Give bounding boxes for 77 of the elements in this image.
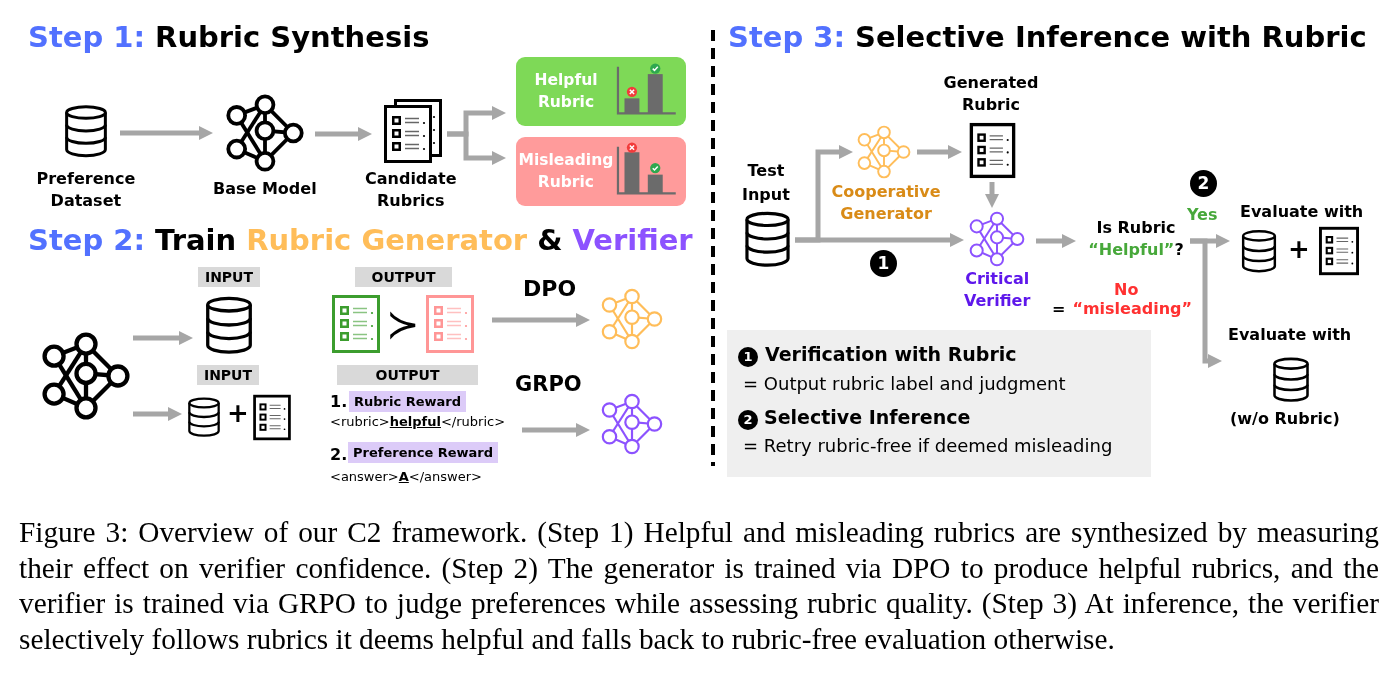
document-stack-icon bbox=[382, 98, 444, 164]
edge-label: No bbox=[1114, 280, 1139, 300]
list-number: 2. bbox=[330, 446, 348, 464]
arrow bbox=[795, 233, 964, 247]
note-heading: Verification with Rubric bbox=[765, 342, 1017, 366]
section-tag: INPUT bbox=[198, 267, 260, 287]
section-tag: OUTPUT bbox=[337, 365, 478, 385]
arrow bbox=[447, 131, 506, 165]
arrow bbox=[120, 126, 213, 140]
callout-number: 1 bbox=[870, 250, 897, 277]
arrow bbox=[492, 313, 590, 327]
arrow bbox=[985, 182, 999, 208]
reward-tag: Rubric Reward bbox=[349, 391, 466, 412]
node-caption: Generated Rubric bbox=[943, 72, 1039, 116]
callout-number: 2 bbox=[738, 410, 758, 430]
arrow bbox=[315, 127, 372, 141]
branch-note: = bbox=[1052, 299, 1066, 319]
step-title: Rubric Generator bbox=[246, 223, 528, 257]
node-label: (w/o Rubric) bbox=[1230, 409, 1340, 429]
arrow bbox=[1036, 234, 1076, 248]
neural-network-icon bbox=[600, 393, 664, 455]
arrow bbox=[133, 407, 182, 421]
arrow bbox=[522, 423, 590, 437]
code-text: <rubric>helpful</rubric> bbox=[330, 414, 506, 430]
step-number: Step 1: bbox=[28, 20, 146, 54]
node-caption: Test Input bbox=[742, 160, 790, 206]
neural-network-icon bbox=[857, 125, 911, 179]
node-caption: Base Model bbox=[213, 178, 317, 200]
step-number: Step 2: bbox=[28, 223, 146, 257]
step-number: Step 3: bbox=[728, 20, 846, 54]
arrow bbox=[133, 331, 193, 345]
step-title: Rubric Synthesis bbox=[155, 20, 430, 54]
question-mark: ? bbox=[1174, 240, 1184, 260]
rubric-card bbox=[516, 137, 686, 206]
checklist-icon bbox=[968, 122, 1017, 179]
node-caption: Cooperative Generator bbox=[831, 181, 941, 225]
card-label: Helpful Rubric bbox=[534, 70, 598, 113]
step-title: Selective Inference with Rubric bbox=[855, 20, 1367, 54]
database-icon bbox=[64, 104, 108, 158]
neural-network-icon bbox=[42, 332, 130, 420]
plus-sign: + bbox=[1288, 236, 1310, 262]
node-label: Evaluate with bbox=[1228, 325, 1352, 345]
node-caption: Preference Dataset bbox=[36, 168, 136, 212]
plus-sign: + bbox=[227, 400, 249, 426]
reward-tag: Preference Reward bbox=[348, 442, 499, 463]
database-icon bbox=[744, 211, 791, 267]
branch-note: “misleading” bbox=[1072, 299, 1193, 319]
decision-keyword: “Helpful” bbox=[1088, 240, 1175, 260]
step-title: & bbox=[537, 223, 563, 257]
callout-number: 2 bbox=[1190, 170, 1217, 197]
node-caption: Candidate Rubrics bbox=[365, 168, 457, 212]
preference-symbol: ≻ bbox=[386, 304, 420, 344]
neural-network-icon bbox=[225, 94, 305, 172]
node-label: Evaluate with bbox=[1240, 202, 1364, 222]
list-number: 1. bbox=[330, 393, 348, 411]
node-caption: Critical Verifier bbox=[964, 268, 1031, 312]
note-panel bbox=[727, 330, 1151, 477]
note-heading: Selective Inference bbox=[764, 405, 971, 429]
step-title: Verifier bbox=[572, 223, 693, 257]
note-text: = Output rubric label and judgment bbox=[743, 373, 1066, 395]
step-title: Train bbox=[155, 223, 237, 257]
decision-question: Is Rubric bbox=[1096, 218, 1176, 238]
rubric-card bbox=[516, 57, 686, 126]
section-tag: OUTPUT bbox=[355, 267, 452, 287]
arrow bbox=[1190, 238, 1222, 368]
neural-network-icon bbox=[600, 288, 664, 350]
code-text: <answer>A</answer> bbox=[330, 469, 482, 485]
figure-caption: Figure 3: Overview of our C2 framework. (Step 1) Helpful and misleading rubrics are synthesized by measuring their effect on verifier confidence. (Step 2) The generator is trained via DPO to produce helpful rubrics, and the verifier is trained via GRPO to judge preferences while assessing rubric quality. (Step 3) At inference, the verifier selectively follows rubrics it deems helpful and falls back to rubric-free evaluation otherwise. bbox=[19, 515, 1379, 657]
edge-label: Yes bbox=[1187, 205, 1218, 225]
note-text: = Retry rubric-free if deemed misleading bbox=[743, 435, 1113, 457]
callout-number: 1 bbox=[738, 347, 758, 367]
edge-label: GRPO bbox=[515, 372, 582, 398]
card-label: Misleading Rubric bbox=[518, 150, 614, 193]
arrow bbox=[917, 145, 962, 159]
edge-label: DPO bbox=[523, 276, 577, 303]
section-tag: INPUT bbox=[197, 365, 259, 385]
neural-network-icon bbox=[968, 211, 1026, 267]
